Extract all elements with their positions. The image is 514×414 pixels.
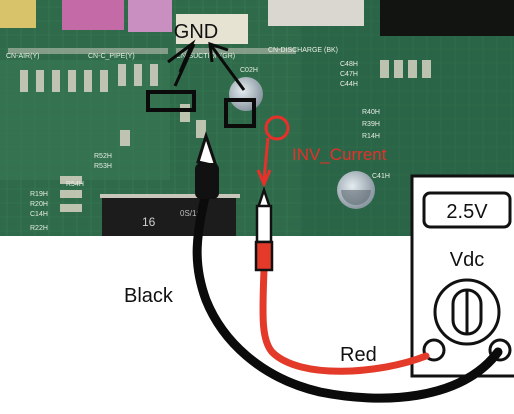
silk-header-pipe: CN-C_PIPE(Y) <box>88 53 135 60</box>
red-probe-handle <box>256 242 272 270</box>
silk-c02h: C02H <box>240 67 258 74</box>
silk-c47h: C47H <box>340 71 358 78</box>
connector-pipe <box>62 0 124 30</box>
silk-header-discharge: CN-DISCHARGE (BK) <box>268 47 338 54</box>
silk-c44h: C44H <box>340 81 358 88</box>
connector-discharge <box>268 0 364 26</box>
silk-c41h: C41H <box>372 173 390 180</box>
silk-r52h: R52H <box>94 153 112 160</box>
silk-r40h: R40H <box>362 109 380 116</box>
ic-chip <box>102 198 236 236</box>
capacitor <box>229 77 263 111</box>
ic-marking: 16 <box>142 215 156 229</box>
silk-r39h: R39H <box>362 121 380 128</box>
silk-r54h: R54H <box>66 181 84 188</box>
inv-current-label: INV_Current <box>292 145 387 164</box>
connector-air <box>0 0 36 28</box>
silk-c48h: C48H <box>340 61 358 68</box>
silk-r14h: R14H <box>362 133 380 140</box>
silk-r20h: R20H <box>30 201 48 208</box>
multimeter: 2.5V Vdc <box>412 176 514 376</box>
meter-reading: 2.5V <box>446 201 488 223</box>
silk-c14h: C14H <box>30 211 48 218</box>
black-probe-handle <box>196 164 218 198</box>
gnd-label: GND <box>174 21 218 43</box>
silk-header-air: CN-AIR(Y) <box>6 53 39 60</box>
silk-r22h: R22H <box>30 225 48 232</box>
silk-r53h: R53H <box>94 163 112 170</box>
silk-r19h: R19H <box>30 191 48 198</box>
red-lead-label: Red <box>340 344 377 366</box>
black-lead-label: Black <box>124 285 174 307</box>
meter-mode-label: Vdc <box>450 249 484 271</box>
